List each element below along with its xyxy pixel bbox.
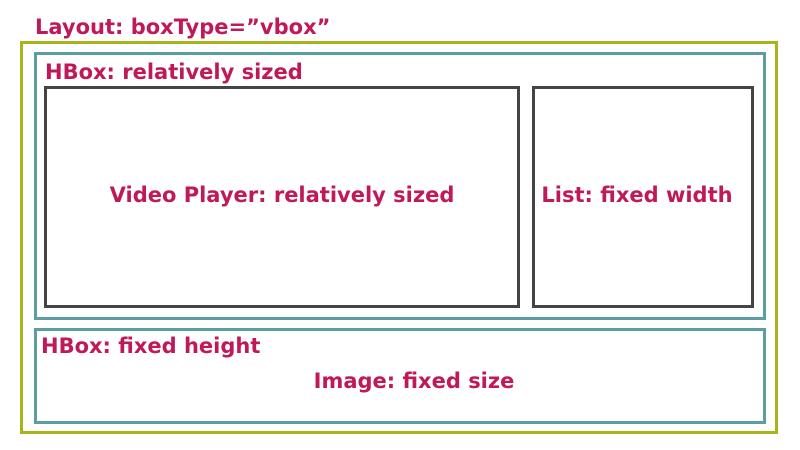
hbox-top-label: HBox: relatively sized: [45, 60, 303, 84]
video-player-box: [44, 86, 520, 308]
vbox-layout-container: [20, 41, 778, 434]
hbox-bottom-label: HBox: fixed height: [41, 334, 261, 358]
image-label: Image: fixed size: [313, 369, 515, 393]
hbox-relatively-sized-container: [34, 52, 766, 320]
layout-title: Layout: boxType=”vbox”: [35, 15, 331, 39]
video-player-label: Video Player: relatively sized: [109, 183, 455, 207]
hbox-fixed-height-container: [34, 328, 766, 424]
list-label: List: fixed width: [541, 183, 733, 207]
list-box: [532, 86, 754, 308]
